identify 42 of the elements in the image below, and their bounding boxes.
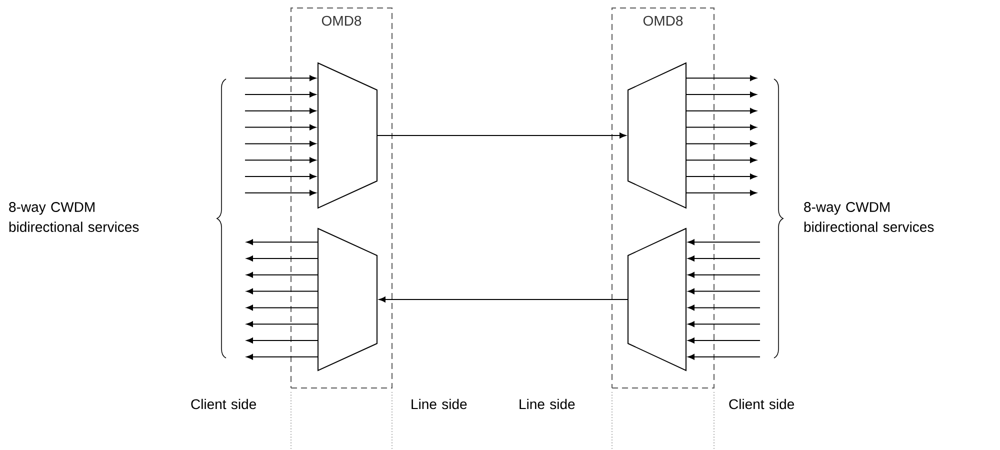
arrow: [244, 157, 316, 163]
arrow: [246, 288, 318, 294]
side-label: 8-way CWDM bidirectional services: [804, 202, 934, 232]
omd-box: OMD8: [290, 8, 392, 388]
arrow: [246, 304, 318, 311]
arrow: [377, 132, 626, 138]
side-label: Client side: [729, 398, 794, 410]
arrow: [244, 108, 316, 114]
arrow: [686, 190, 757, 196]
arrow: [688, 338, 761, 344]
arrow: [686, 174, 757, 180]
side-label: Line side: [520, 398, 575, 410]
arrow: [246, 239, 318, 245]
arrow: [686, 108, 757, 114]
side-label: Client side: [191, 398, 256, 410]
arrow: [244, 174, 316, 180]
arrow: [686, 92, 757, 98]
arrow: [688, 239, 761, 245]
arrow: [688, 321, 761, 327]
omd-box: OMD8: [612, 8, 714, 388]
arrow: [246, 272, 318, 278]
arrow: [244, 124, 316, 130]
arrow: [246, 256, 318, 262]
arrow: [244, 92, 316, 98]
arrow: [244, 190, 316, 196]
arrow: [688, 272, 761, 278]
arrow: [378, 296, 628, 302]
arrow: [246, 321, 318, 327]
arrow: [686, 140, 757, 147]
arrow: [688, 304, 761, 311]
arrow: [244, 140, 316, 147]
arrow: [688, 288, 761, 294]
arrow: [686, 124, 757, 130]
arrow: [246, 354, 318, 360]
arrow: [688, 256, 761, 262]
arrow: [686, 157, 757, 163]
arrow: [244, 75, 316, 81]
arrow: [246, 338, 318, 344]
side-label: 8-way CWDM bidirectional services: [9, 202, 139, 232]
arrow: [686, 75, 757, 81]
arrow: [688, 354, 761, 360]
side-label: Line side: [412, 398, 467, 410]
